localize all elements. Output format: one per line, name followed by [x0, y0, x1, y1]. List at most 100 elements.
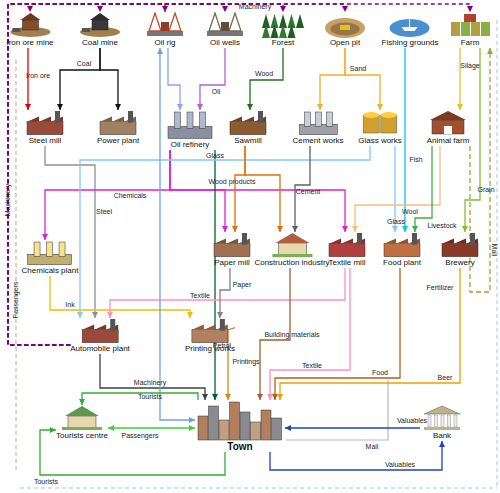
building-drawing — [363, 112, 397, 133]
node-label: Cement works — [292, 136, 343, 146]
decoration — [16, 20, 497, 488]
flow-arrow — [80, 146, 370, 318]
node-label: Animal farm — [427, 136, 470, 146]
route-label: Mail — [366, 443, 379, 451]
node-label: Printing works — [185, 344, 235, 354]
building-drawing — [82, 319, 118, 343]
industry-node: Farm — [448, 12, 492, 48]
industry-node: Power plant — [96, 110, 140, 146]
cargo-label: Tourists — [138, 393, 162, 401]
cargo-label: Textile — [190, 292, 210, 300]
flow-arrow — [160, 48, 195, 420]
industry-node: Textile mill — [325, 232, 369, 268]
building-drawing — [272, 233, 312, 257]
cargo-label: Valuables — [397, 417, 427, 425]
industry-node: Forest — [261, 12, 305, 48]
cargo-label: Sand — [350, 65, 366, 73]
cargo-label: Fertilizer — [427, 284, 454, 292]
flow-arrow — [8, 4, 470, 345]
building-drawing — [62, 406, 102, 430]
building-drawing — [390, 17, 430, 37]
building-drawing — [451, 14, 490, 36]
cargo-label: Machinery — [134, 379, 166, 387]
building-icon — [380, 232, 424, 258]
industry-node: Tourists centre — [56, 405, 108, 441]
cargo-label: Paper — [233, 281, 252, 289]
node-label: Glass works — [358, 136, 402, 146]
building-icon — [165, 110, 215, 140]
node-label: Town — [227, 442, 252, 452]
flow-arrow — [108, 427, 195, 428]
flow-arrow — [250, 48, 283, 110]
building-drawing — [10, 13, 50, 37]
industry-node: Printing works — [185, 318, 235, 354]
mail-line — [286, 380, 388, 440]
cargo-label: Cement — [296, 188, 321, 196]
building-drawing — [299, 112, 337, 135]
flow-arrow — [285, 427, 420, 428]
flow-arrow — [110, 268, 345, 318]
cargo-label: Printings — [232, 358, 259, 366]
building-icon — [270, 232, 314, 258]
building-drawing — [198, 402, 282, 440]
cargo-label: Chemicals — [114, 192, 147, 200]
node-label: Construction industry — [254, 258, 329, 268]
flow-arrow — [8, 4, 283, 345]
industry-node: Brewery — [438, 232, 482, 268]
flow-arrow — [245, 146, 280, 232]
cargo-label: Oil — [212, 88, 221, 96]
node-label: Coal mine — [82, 38, 118, 48]
building-drawing — [430, 111, 466, 134]
building-icon — [261, 12, 305, 38]
cargo-label: Silage — [460, 62, 479, 70]
cargo-label: Steel — [96, 208, 112, 216]
flow-arrow — [235, 146, 245, 232]
flow-arrow — [355, 146, 440, 232]
cargo-label: Food — [372, 369, 388, 377]
building-icon — [23, 110, 67, 136]
building-drawing — [28, 242, 72, 265]
node-label: Oil rig — [155, 38, 176, 48]
industry-node: Glass works — [358, 110, 402, 146]
flow-arrow — [168, 48, 180, 110]
building-drawing — [214, 233, 250, 257]
mail-route-line — [497, 20, 498, 486]
building-icon — [388, 12, 432, 38]
flow-arrow — [345, 48, 380, 110]
node-label: Automobile plant — [70, 344, 130, 354]
building-drawing — [442, 233, 478, 257]
building-icon — [60, 405, 104, 431]
flow-arrow — [270, 441, 442, 470]
industry-node: Oil wells — [203, 12, 247, 48]
node-label: Steel mill — [29, 136, 61, 146]
building-drawing — [168, 112, 212, 139]
industry-node: Chemicals plant — [22, 240, 79, 276]
cargo-label: Valuables — [385, 461, 415, 469]
building-icon — [96, 110, 140, 136]
industry-node: Oil refinery — [165, 110, 215, 150]
building-drawing — [384, 233, 420, 257]
node-label: Forest — [272, 38, 295, 48]
building-drawing — [147, 13, 183, 36]
building-icon — [188, 318, 232, 344]
flow-arrow — [394, 146, 395, 232]
industry-node: Iron ore mine — [6, 12, 53, 48]
industry-node: Open pit — [323, 12, 367, 48]
flow-arrow — [60, 48, 100, 110]
flow-arrow — [100, 48, 118, 110]
building-icon — [25, 240, 75, 266]
building-icon — [203, 12, 247, 38]
industry-node: Food plant — [380, 232, 424, 268]
flow-arrow — [320, 48, 345, 110]
cargo-label: Passengers — [122, 432, 159, 440]
flow-arrow — [415, 146, 432, 232]
cargo-label: Tourists — [34, 478, 58, 486]
building-icon — [226, 110, 270, 136]
industry-node: Coal mine — [78, 12, 122, 48]
building-drawing — [424, 406, 460, 430]
cargo-label: Textile — [302, 362, 322, 370]
flow-arrow — [45, 150, 170, 240]
flow-arrow — [220, 268, 230, 318]
